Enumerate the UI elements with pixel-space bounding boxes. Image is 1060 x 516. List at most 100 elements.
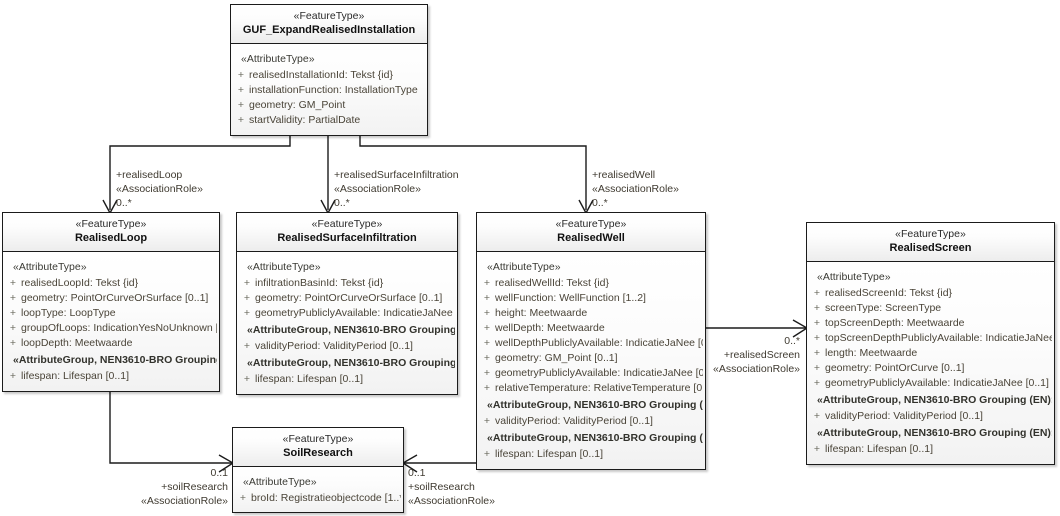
attribute-signature: screenType: ScreenType xyxy=(825,302,942,314)
attribute-group-label: «AttributeType» xyxy=(487,261,561,273)
association-role-name: +realisedSurfaceInfiltration xyxy=(334,169,459,181)
visibility-marker: + xyxy=(243,292,251,304)
visibility-marker: + xyxy=(243,307,251,319)
attribute-row: + geometry: PointOrCurveOrSurface [0..1] xyxy=(5,291,217,306)
attribute-row: + realisedLoopId: Tekst {id} xyxy=(5,276,217,291)
class-soilresearch[interactable]: «FeatureType» SoilResearch «AttributeTyp… xyxy=(232,427,404,513)
visibility-marker: + xyxy=(239,492,247,504)
attribute-row: + lifespan: Lifespan [0..1] xyxy=(239,372,455,387)
attribute-signature: realisedWellId: Tekst {id} xyxy=(495,277,610,289)
attribute-row: + screenType: ScreenType xyxy=(809,301,1052,316)
visibility-marker: + xyxy=(483,415,491,427)
association-label-realisedsurfaceinfiltration: +realisedSurfaceInfiltration «Associatio… xyxy=(334,168,459,210)
attribute-signature: realisedScreenId: Tekst {id} xyxy=(825,287,953,299)
association-multiplicity: 0..* xyxy=(116,197,132,209)
attribute-signature: realisedLoopId: Tekst {id} xyxy=(21,277,139,289)
visibility-marker: + xyxy=(483,382,491,394)
attribute-signature: wellDepth: Meetwaarde xyxy=(495,322,605,334)
attribute-signature: lifespan: Lifespan [0..1] xyxy=(825,443,933,455)
visibility-marker: + xyxy=(243,373,251,385)
attribute-signature: topScreenDepth: Meetwaarde xyxy=(825,317,965,329)
attribute-signature: validityPeriod: ValidityPeriod [0..1] xyxy=(825,410,983,422)
visibility-marker: + xyxy=(483,307,491,319)
attribute-row: + topScreenDepthPubliclyAvailable: Indic… xyxy=(809,331,1052,346)
visibility-marker: + xyxy=(813,302,821,314)
class-realisedwell[interactable]: «FeatureType» RealisedWell «AttributeTyp… xyxy=(476,212,706,470)
class-guf-expandrealisedinstallation[interactable]: «FeatureType» GUF_ExpandRealisedInstalla… xyxy=(230,4,428,136)
association-multiplicity: 0..* xyxy=(592,197,608,209)
class-name: RealisedScreen xyxy=(889,242,972,254)
attribute-row: + geometryPubliclyAvailable: IndicatieJa… xyxy=(809,376,1052,391)
visibility-marker: + xyxy=(483,337,491,349)
attribute-signature: geometry: PointOrCurveOrSurface [0..1] xyxy=(255,292,443,304)
visibility-marker: + xyxy=(237,69,245,81)
class-stereotype: «FeatureType» xyxy=(311,218,383,230)
association-label-realisedwell: +realisedWell «AssociationRole» 0..* xyxy=(592,168,679,210)
attribute-row: + startValidity: PartialDate xyxy=(233,113,425,128)
attribute-row: + validityPeriod: ValidityPeriod [0..1] xyxy=(239,339,455,354)
class-realisedscreen[interactable]: «FeatureType» RealisedScreen «AttributeT… xyxy=(806,222,1055,465)
class-header: «FeatureType» RealisedScreen xyxy=(807,223,1054,262)
association-stereotype: «AssociationRole» xyxy=(713,363,800,375)
attribute-group-label: «AttributeGroup, NEN3610-BRO Grouping (E… xyxy=(247,357,455,369)
attribute-row: + topScreenDepth: Meetwaarde xyxy=(809,316,1052,331)
attribute-signature: startValidity: PartialDate xyxy=(249,114,361,126)
attribute-signature: groupOfLoops: IndicationYesNoUnknown [0.… xyxy=(21,322,217,334)
attribute-signature: height: Meetwaarde xyxy=(495,307,588,319)
attribute-row: + length: Meetwaarde xyxy=(809,346,1052,361)
attribute-row: + groupOfLoops: IndicationYesNoUnknown [… xyxy=(5,321,217,336)
association-label-soilresearch-left: 0..1 +soilResearch «AssociationRole» xyxy=(80,466,228,508)
visibility-marker: + xyxy=(9,322,17,334)
visibility-marker: + xyxy=(813,287,821,299)
visibility-marker: + xyxy=(237,84,245,96)
association-role-name: +realisedWell xyxy=(592,169,656,181)
attribute-row: + realisedWellId: Tekst {id} xyxy=(479,276,703,291)
attribute-group-label: «AttributeGroup, NEN3610-BRO Grouping (E… xyxy=(247,324,455,336)
attribute-signature: wellDepthPubliclyAvailable: IndicatieJaN… xyxy=(495,337,703,349)
attribute-signature: geometry: PointOrCurveOrSurface [0..1] xyxy=(21,292,209,304)
class-realisedsurfaceinfiltration[interactable]: «FeatureType» RealisedSurfaceInfiltratio… xyxy=(236,212,458,395)
attribute-group-label: «AttributeGroup, NEN3610-BRO Grouping (E… xyxy=(487,432,703,444)
attribute-row: + geometry: GM_Point [0..1] xyxy=(479,351,703,366)
class-header: «FeatureType» RealisedWell xyxy=(477,213,705,252)
association-role-name: +soilResearch xyxy=(161,481,228,493)
visibility-marker: + xyxy=(9,307,17,319)
attribute-group-label: «AttributeType» xyxy=(243,476,317,488)
attribute-signature: installationFunction: InstallationType xyxy=(249,84,418,96)
attribute-signature: broId: Registratieobjectcode [1..*] {id} xyxy=(251,492,401,504)
association-label-realisedscreen: 0..* +realisedScreen «AssociationRole» xyxy=(654,334,800,376)
attribute-row: + loopDepth: Meetwaarde xyxy=(5,336,217,351)
attribute-group-label: «AttributeType» xyxy=(13,261,87,273)
attribute-signature: length: Meetwaarde xyxy=(825,347,918,359)
attribute-row: + validityPeriod: ValidityPeriod [0..1] xyxy=(809,409,1052,424)
association-stereotype: «AssociationRole» xyxy=(408,495,495,507)
attribute-group-label: «AttributeGroup, NEN3610-BRO Grouping (E… xyxy=(817,394,1052,406)
class-header: «FeatureType» RealisedLoop xyxy=(3,213,219,252)
class-attributes: «AttributeType» + realisedInstallationId… xyxy=(231,44,427,135)
association-multiplicity: 0..* xyxy=(784,335,800,347)
visibility-marker: + xyxy=(813,443,821,455)
class-attributes: «AttributeType» + broId: Registratieobje… xyxy=(233,467,403,512)
class-attributes: «AttributeType» + realisedWellId: Tekst … xyxy=(477,252,705,469)
attribute-row: + wellDepth: Meetwaarde xyxy=(479,321,703,336)
class-realisedloop[interactable]: «FeatureType» RealisedLoop «AttributeTyp… xyxy=(2,212,220,392)
attribute-signature: infiltrationBasinId: Tekst {id} xyxy=(255,277,384,289)
attribute-signature: loopDepth: Meetwaarde xyxy=(21,337,133,349)
class-name: RealisedLoop xyxy=(74,232,148,244)
association-multiplicity: 0..1 xyxy=(210,467,228,479)
association-multiplicity: 0..1 xyxy=(408,467,426,479)
visibility-marker: + xyxy=(9,337,17,349)
attribute-row: + geometry: GM_Point xyxy=(233,98,425,113)
attribute-signature: geometryPubliclyAvailable: IndicatieJaNe… xyxy=(255,307,455,319)
visibility-marker: + xyxy=(813,317,821,329)
attribute-row: + installationFunction: InstallationType xyxy=(233,83,425,98)
visibility-marker: + xyxy=(237,114,245,126)
class-name: RealisedWell xyxy=(557,232,625,244)
attribute-group-label: «AttributeGroup, NEN3610-BRO Grouping (E… xyxy=(13,354,217,366)
class-name: RealisedSurfaceInfiltration xyxy=(277,232,417,244)
class-stereotype: «FeatureType» xyxy=(293,10,365,22)
attribute-row: + geometry: PointOrCurve [0..1] xyxy=(809,361,1052,376)
visibility-marker: + xyxy=(9,370,17,382)
association-role-name: +realisedScreen xyxy=(723,349,800,361)
